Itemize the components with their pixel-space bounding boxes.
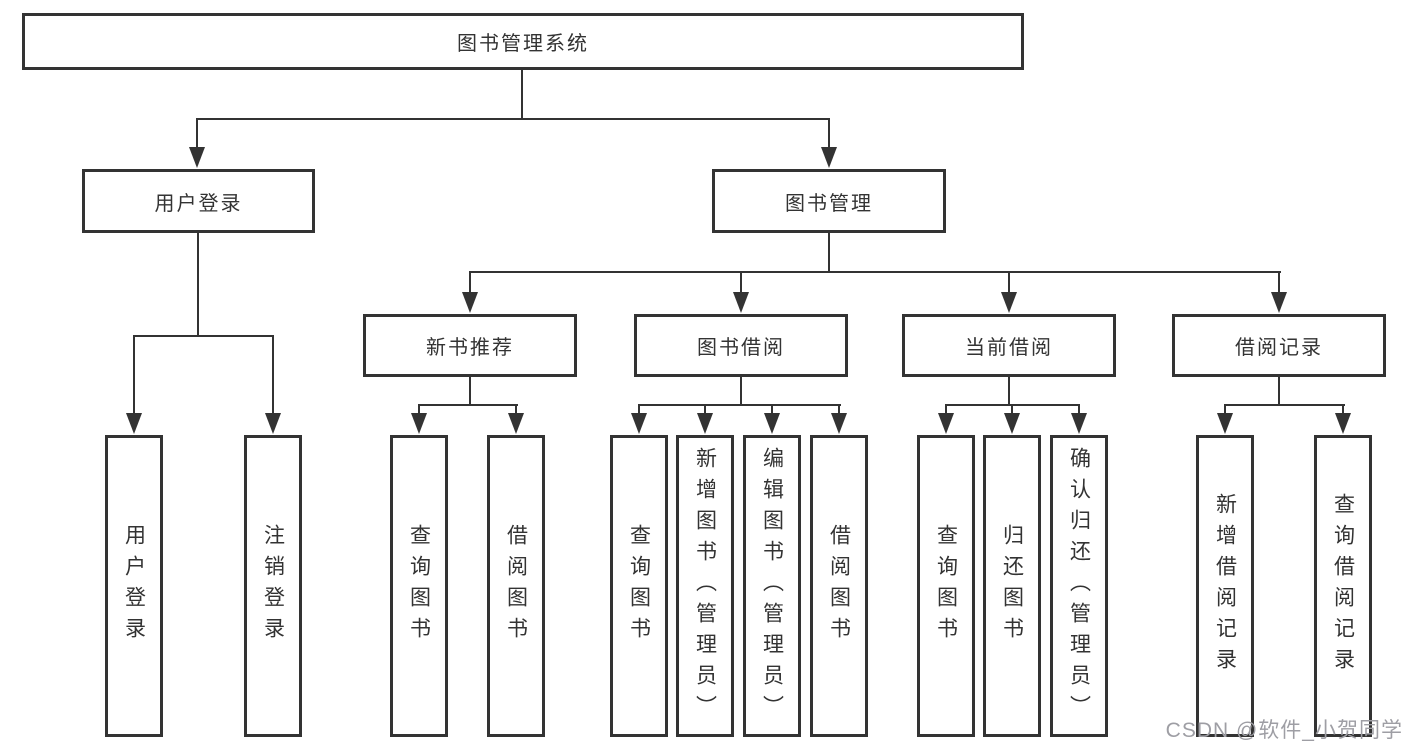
node-current-borrowing: 当前借阅: [902, 314, 1116, 377]
connector-line: [1008, 377, 1010, 405]
node-library-management-system: 图书管理系统: [22, 13, 1024, 70]
connector-line: [196, 118, 198, 149]
leaf-return-books: 归还图书: [983, 435, 1041, 737]
arrow-down-icon: [733, 292, 749, 313]
watermark: CSDN @软件_小贺同学: [1165, 719, 1403, 742]
connector-line: [704, 405, 706, 415]
leaf-confirm-return-admin: 确认归还（管理员）: [1050, 435, 1108, 737]
leaf-borrow-books-borrowing: 借阅图书: [810, 435, 868, 737]
arrow-down-icon: [508, 413, 524, 434]
arrow-down-icon: [189, 147, 205, 168]
arrow-down-icon: [1004, 413, 1020, 434]
connector-line: [133, 336, 135, 414]
leaf-add-borrow-record: 新增借阅记录: [1196, 435, 1254, 737]
arrow-down-icon: [938, 413, 954, 434]
arrow-down-icon: [1001, 292, 1017, 313]
node-book-management: 图书管理: [712, 169, 946, 233]
node-book-borrowing: 图书借阅: [634, 314, 848, 377]
leaf-query-books-borrowing: 查询图书: [610, 435, 668, 737]
leaf-query-books-current: 查询图书: [917, 435, 975, 737]
leaf-add-book-admin: 新增图书（管理员）: [676, 435, 734, 737]
connector-line: [828, 118, 830, 149]
arrow-down-icon: [1217, 413, 1233, 434]
connector-line: [521, 69, 523, 119]
connector-line: [469, 377, 471, 405]
connector-line: [1011, 405, 1013, 415]
arrow-down-icon: [821, 147, 837, 168]
connector-line: [1278, 272, 1280, 294]
connector-line: [1008, 272, 1010, 294]
leaf-query-books-recommend: 查询图书: [390, 435, 448, 737]
connector-line: [945, 405, 947, 415]
arrow-down-icon: [697, 413, 713, 434]
connector-line: [515, 405, 517, 415]
node-borrowing-records: 借阅记录: [1172, 314, 1386, 377]
connector-line: [133, 335, 274, 337]
arrow-down-icon: [265, 413, 281, 434]
leaf-borrow-books-recommend: 借阅图书: [487, 435, 545, 737]
connector-line: [197, 118, 830, 120]
arrow-down-icon: [631, 413, 647, 434]
connector-line: [1224, 404, 1345, 406]
connector-line: [740, 377, 742, 405]
connector-line: [418, 404, 518, 406]
connector-line: [1078, 405, 1080, 415]
leaf-user-login: 用户登录: [105, 435, 163, 737]
connector-line: [1224, 405, 1226, 415]
node-user-login: 用户登录: [82, 169, 315, 233]
arrow-down-icon: [1271, 292, 1287, 313]
connector-line: [828, 233, 830, 273]
connector-line: [469, 272, 471, 294]
connector-line: [418, 405, 420, 415]
connector-line: [469, 271, 1281, 273]
connector-line: [1278, 377, 1280, 405]
connector-line: [771, 405, 773, 415]
leaf-logout: 注销登录: [244, 435, 302, 737]
connector-line: [638, 404, 841, 406]
arrow-down-icon: [764, 413, 780, 434]
arrow-down-icon: [831, 413, 847, 434]
leaf-query-borrow-record: 查询借阅记录: [1314, 435, 1372, 737]
connector-line: [638, 405, 640, 415]
connector-line: [1342, 405, 1344, 415]
arrow-down-icon: [1335, 413, 1351, 434]
leaf-edit-book-admin: 编辑图书（管理员）: [743, 435, 801, 737]
arrow-down-icon: [462, 292, 478, 313]
connector-line: [838, 405, 840, 415]
arrow-down-icon: [411, 413, 427, 434]
connector-line: [197, 233, 199, 337]
connector-line: [740, 272, 742, 294]
node-new-book-recommendation: 新书推荐: [363, 314, 577, 377]
connector-line: [272, 336, 274, 414]
arrow-down-icon: [126, 413, 142, 434]
arrow-down-icon: [1071, 413, 1087, 434]
